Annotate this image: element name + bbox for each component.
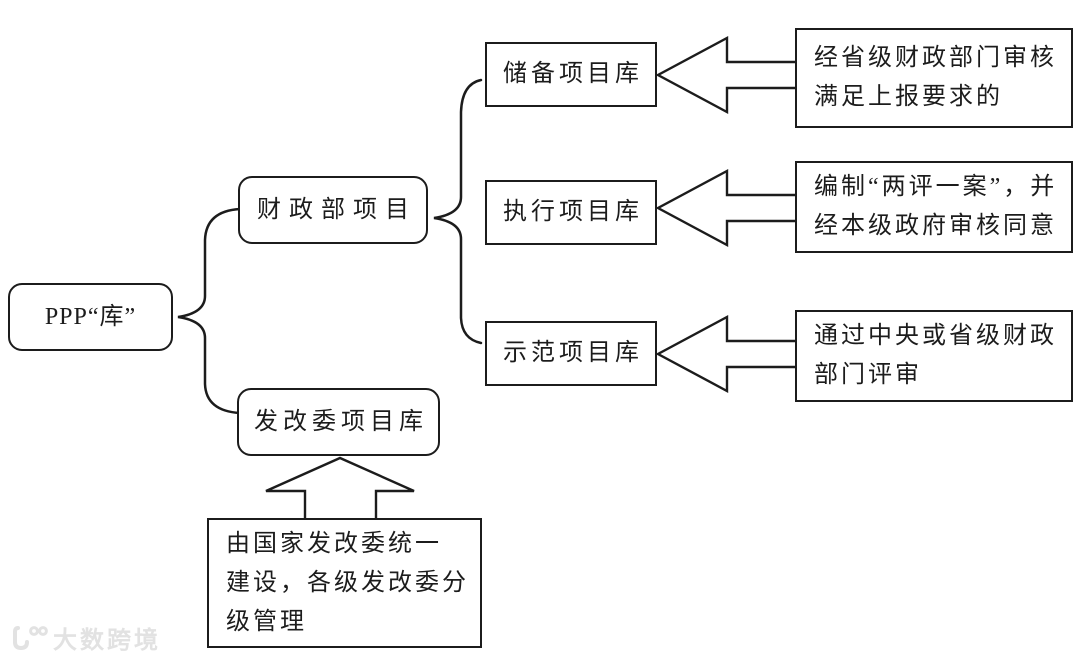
node-execution-library-label: 执行项目库 [503,199,643,226]
node-finance-branch-label: 财政部项目 [257,196,417,223]
note-line: 编制“两评一案”，并 [814,174,1058,200]
arrow-execution-left [655,168,795,248]
arrow-demonstration-left [655,314,795,394]
node-reserve-library-label: 储备项目库 [503,61,643,88]
note-line: 建设，各级发改委分 [226,569,469,596]
node-ndrc-branch-label: 发改委项目库 [254,408,428,435]
brace-root-connector [177,207,242,415]
note-line: 经本级政府审核同意 [814,213,1057,239]
note-line: 部门评审 [814,362,922,388]
note-line: 由国家发改委统一 [226,530,442,557]
note-line: 经省级财政部门审核 [814,45,1057,71]
node-reserve-library: 储备项目库 [485,42,657,107]
arrow-reserve-left [655,35,795,115]
note-demonstration-criteria: 通过中央或省级财政 部门评审 [795,310,1073,402]
note-reserve-criteria: 经省级财政部门审核 满足上报要求的 [795,28,1073,128]
node-finance-branch: 财政部项目 [238,176,428,244]
note-line: 级管理 [226,608,307,635]
note-ndrc-management: 由国家发改委统一 建设，各级发改委分 级管理 [207,518,482,648]
note-execution-criteria: 编制“两评一案”，并 经本级政府审核同意 [795,161,1073,253]
note-line: 通过中央或省级财政 [814,323,1057,349]
node-demonstration-library: 示范项目库 [485,321,657,386]
node-execution-library: 执行项目库 [485,180,657,245]
node-ppp-root-label: PPP“库” [44,303,137,330]
arrow-ndrc-up [265,456,415,519]
brace-finance-connector [433,78,483,345]
watermark-logo-icon [13,625,48,650]
node-demonstration-library-label: 示范项目库 [503,340,643,367]
watermark: 大数跨境 [8,620,161,655]
note-line: 满足上报要求的 [814,84,1003,110]
node-ppp-root: PPP“库” [8,283,173,351]
node-ndrc-branch: 发改委项目库 [237,388,440,456]
watermark-brand-text: 大数跨境 [53,627,161,654]
